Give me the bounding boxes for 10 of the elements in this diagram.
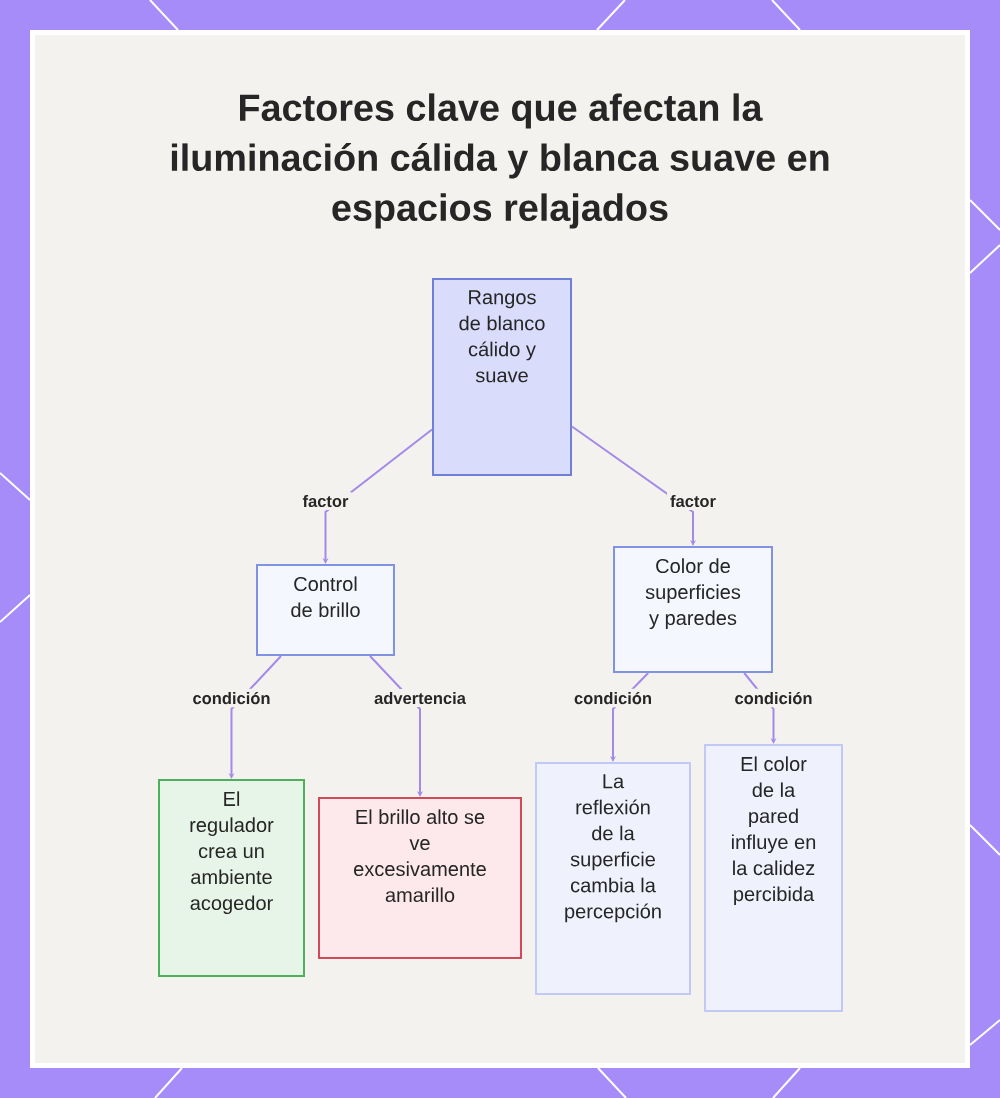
title: Factores clave que afectan la iluminación cálida y blanca suave en espacios relajados bbox=[171, 93, 829, 229]
process-box: El regulador crea un ambiente acogedor bbox=[158, 779, 305, 977]
connector bbox=[368, 655, 424, 797]
process-box: Color de superficies y paredes bbox=[613, 546, 773, 673]
process-box: Control de brillo bbox=[256, 564, 395, 656]
process-box: El color de la pared influye en la calidez percibida bbox=[704, 744, 843, 1012]
connector bbox=[571, 425, 697, 546]
process-box: Rangos de blanco cálido y suave bbox=[432, 278, 572, 476]
process-box: La reflexión de la superficie cambia la percepción bbox=[535, 762, 691, 995]
process-box: El brillo alto se ve excesivamente amarillo bbox=[318, 797, 522, 959]
